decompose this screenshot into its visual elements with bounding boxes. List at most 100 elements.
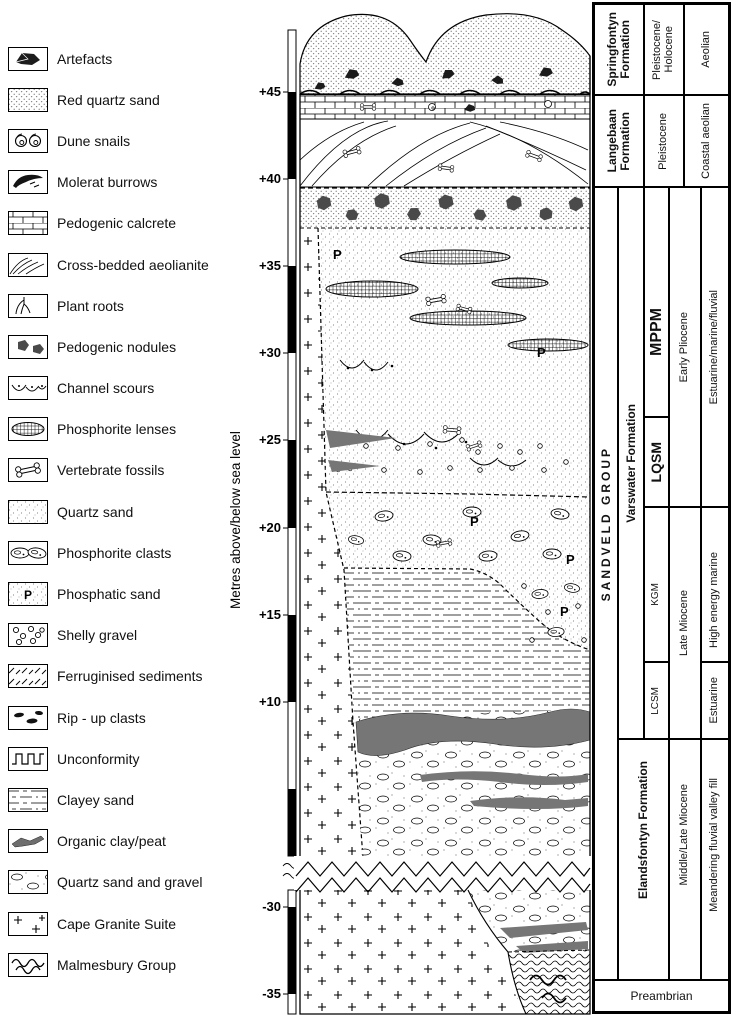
axis-tick-labels: +45 +40 +35 +30 +25 +20 +15 +10 -30 -35 xyxy=(259,84,281,1001)
cell-varswater-formation: Varswater Formation xyxy=(618,187,644,739)
environment-label: Estuarine/marine/fluvial xyxy=(708,289,721,405)
phosphatic-sand-p: P xyxy=(537,345,546,360)
cell-age-middle-late-miocene: Middle/Late Miocene xyxy=(669,739,701,980)
legend-label: Phosphorite clasts xyxy=(57,544,172,561)
pedogenic-calcrete-icon xyxy=(8,211,48,236)
legend-label: Cross-bedded aeolianite xyxy=(57,256,209,273)
formation-name: Formation xyxy=(618,111,632,171)
cell-basement: Preambrian xyxy=(594,980,729,1012)
legend-label: Red quartz sand xyxy=(57,91,160,108)
cell-env-estuarine: Estuarine xyxy=(701,662,729,739)
cell-env-high-energy-marine: High energy marine xyxy=(701,507,729,662)
member-code: MPPM xyxy=(647,308,665,356)
cell-member-lcsm: LCSM xyxy=(644,662,669,739)
elevation-scale-bar xyxy=(282,29,300,1015)
legend-item-pedogenic-calcrete: Pedogenic calcrete xyxy=(8,203,248,244)
legend-item-artefacts: Artefacts xyxy=(8,38,248,79)
axis-tick-label: -30 xyxy=(262,899,281,914)
legend-item-cross-bedded-aeolianite: Cross-bedded aeolianite xyxy=(8,244,248,285)
upper-strat-block: P P xyxy=(299,13,591,859)
axis-tick-label: +35 xyxy=(259,258,281,273)
quartz-sand-icon xyxy=(8,499,48,524)
legend-item-plant-roots: Plant roots xyxy=(8,285,248,326)
age-label: Holocene xyxy=(663,26,675,73)
legend-label: Phosphorite lenses xyxy=(57,421,177,438)
legend-label: Malmesbury Group xyxy=(57,956,177,973)
legend-label: Quartz sand xyxy=(57,503,134,520)
legend-item-unconformity: Unconformity xyxy=(8,738,248,779)
legend-item-clayey-sand: Clayey sand xyxy=(8,779,248,820)
basement-label: Preambrian xyxy=(630,989,693,1003)
lithology-legend: Artefacts Red quartz sand Dune snails xyxy=(8,38,248,985)
environment-label: Coastal aeolian xyxy=(699,103,712,179)
legend-item-quartz-sand-and-gravel: Quartz sand and gravel xyxy=(8,862,248,903)
legend-item-shelly-gravel: Shelly gravel xyxy=(8,615,248,656)
age-label: Late Miocene xyxy=(678,589,691,657)
member-code: LQSM xyxy=(647,441,664,483)
age-label: Early Pliocene xyxy=(678,311,691,383)
phosphatic-sand-p: P xyxy=(470,514,479,529)
phosphorite-lenses-icon xyxy=(8,417,48,442)
legend-item-red-quartz-sand: Red quartz sand xyxy=(8,79,248,120)
cell-age-late-miocene: Late Miocene xyxy=(669,507,701,739)
chronostratigraphy-table: Springfontyn Formation Pleistocene/ Holo… xyxy=(592,2,731,1014)
cross-bedded-aeolianite-icon xyxy=(8,252,48,277)
cape-granite-icon xyxy=(8,911,48,936)
ferruginised-sediments-icon xyxy=(8,664,48,689)
axis-tick-label: +30 xyxy=(259,345,281,360)
plant-roots-icon xyxy=(8,293,48,318)
environment-label: High energy marine xyxy=(708,551,721,648)
legend-label: Clayey sand xyxy=(57,791,135,808)
cell-member-lqsm: LQSM xyxy=(644,417,669,507)
legend-label: Quartz sand and gravel xyxy=(57,874,203,891)
phosphatic-sand-icon: P xyxy=(8,582,48,607)
group-name: SANDVELD GROUP xyxy=(598,445,613,602)
quartz-sand-gravel-icon xyxy=(8,870,48,895)
legend-item-phosphatic-sand: P Phosphatic sand xyxy=(8,573,248,614)
formation-name: Formation xyxy=(618,20,632,79)
unconformity-icon xyxy=(8,746,48,771)
legend-item-molerat-burrows: Molerat burrows xyxy=(8,162,248,203)
channel-scours-icon xyxy=(8,376,48,401)
cell-langebaan-env: Coastal aeolian xyxy=(684,95,729,187)
legend-label: Channel scours xyxy=(57,380,155,397)
legend-label: Molerat burrows xyxy=(57,174,158,191)
legend-item-ferruginised-sediments: Ferruginised sediments xyxy=(8,656,248,697)
phosphorite-clasts-icon xyxy=(8,540,48,565)
rip-up-clasts-icon xyxy=(8,705,48,730)
legend-label: Organic clay/peat xyxy=(57,833,166,850)
legend-item-quartz-sand: Quartz sand xyxy=(8,491,248,532)
axis-tick-label: +40 xyxy=(259,171,281,186)
molerat-burrows-icon xyxy=(8,170,48,195)
clayey-sand-icon xyxy=(8,787,48,812)
cell-springfontyn-formation: Springfontyn Formation xyxy=(594,4,644,95)
age-label: Pleistocene xyxy=(657,112,670,170)
cell-springfontyn-age: Pleistocene/ Holocene xyxy=(644,4,684,95)
cell-springfontyn-env: Aeolian xyxy=(684,4,729,95)
pedogenic-nodules-icon xyxy=(8,334,48,359)
phosphatic-sand-p: P xyxy=(566,552,575,567)
legend-item-malmesbury-group: Malmesbury Group xyxy=(8,944,248,985)
legend-label: Rip - up clasts xyxy=(57,709,146,726)
legend-item-rip-up-clasts: Rip - up clasts xyxy=(8,697,248,738)
member-code: KGM xyxy=(650,583,662,606)
cell-member-kgm: KGM xyxy=(644,507,669,662)
legend-label: Vertebrate fossils xyxy=(57,462,165,479)
environment-label: Aeolian xyxy=(699,31,712,68)
environment-label: Meandering fluvial valley fill xyxy=(708,777,721,912)
legend-item-phosphorite-lenses: Phosphorite lenses xyxy=(8,409,248,450)
lower-basement-block xyxy=(299,889,591,1015)
legend-label: Plant roots xyxy=(57,297,124,314)
legend-label: Phosphatic sand xyxy=(57,586,161,603)
axis-tick-label: +25 xyxy=(259,432,281,447)
axis-tick-label: +45 xyxy=(259,84,281,99)
legend-item-dune-snails: Dune snails xyxy=(8,120,248,161)
axis-tick-label: +10 xyxy=(259,694,281,709)
legend-item-organic-clay-peat: Organic clay/peat xyxy=(8,821,248,862)
legend-item-cape-granite-suite: Cape Granite Suite xyxy=(8,903,248,944)
legend-label: Ferruginised sediments xyxy=(57,668,203,685)
legend-label: Unconformity xyxy=(57,750,140,767)
member-code: LCSM xyxy=(650,686,662,715)
shelly-gravel-icon xyxy=(8,623,48,648)
